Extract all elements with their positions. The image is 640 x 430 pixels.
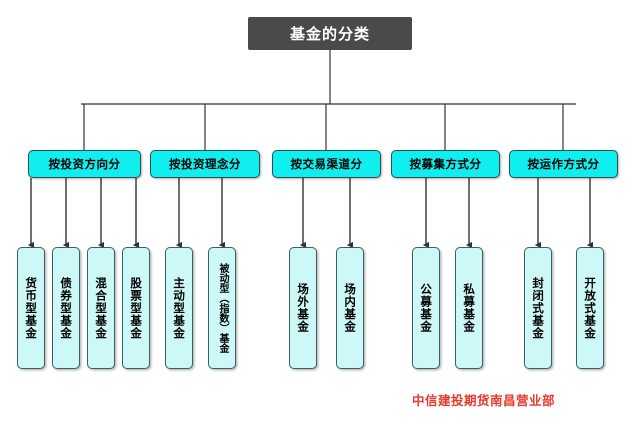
category-box-1[interactable]: 按投资方向分 [28, 150, 141, 178]
root-title-box: 基金的分类 [248, 17, 412, 50]
footer-note-label: 中信建投期货南昌营业部 [412, 393, 556, 408]
leaf-box-5-1[interactable]: 封闭式基金 [524, 247, 552, 369]
leaf-label: 被动型（指数）基金 [217, 263, 228, 353]
leaf-label: 混合型基金 [94, 276, 109, 340]
category-label: 按交易渠道分 [290, 157, 363, 171]
leaf-label: 货币型基金 [24, 276, 39, 340]
leaf-label: 股票型基金 [129, 276, 144, 340]
leaf-box-3-1[interactable]: 场外基金 [289, 247, 317, 369]
leaf-label: 私募基金 [462, 283, 477, 333]
leaf-label: 场内基金 [343, 283, 358, 333]
leaf-label: 债券型基金 [59, 276, 74, 340]
root-title-label: 基金的分类 [289, 25, 370, 43]
leaf-label: 公募基金 [419, 283, 434, 333]
category-label: 按投资理念分 [169, 157, 241, 171]
category-label: 按运作方式分 [527, 157, 600, 171]
footer-note: 中信建投期货南昌营业部 [412, 390, 555, 409]
leaf-box-2-2[interactable]: 被动型（指数）基金 [208, 247, 236, 369]
leaf-box-4-1[interactable]: 公募基金 [412, 247, 440, 369]
leaf-label: 封闭式基金 [531, 276, 546, 340]
leaf-box-1-2[interactable]: 债券型基金 [52, 247, 80, 369]
category-box-3[interactable]: 按交易渠道分 [272, 150, 381, 178]
leaf-box-1-1[interactable]: 货币型基金 [17, 247, 45, 369]
leaf-label: 开放式基金 [583, 276, 598, 340]
leaf-label: 场外基金 [296, 283, 311, 333]
leaf-box-1-3[interactable]: 混合型基金 [87, 247, 115, 369]
leaf-box-5-2[interactable]: 开放式基金 [576, 247, 604, 369]
category-label: 按投资方向分 [48, 157, 121, 171]
leaf-box-2-1[interactable]: 主动型基金 [165, 247, 193, 369]
category-box-2[interactable]: 按投资理念分 [150, 150, 260, 178]
leaf-box-4-2[interactable]: 私募基金 [455, 247, 483, 369]
category-label: 按募集方式分 [409, 157, 482, 171]
category-box-5[interactable]: 按运作方式分 [509, 150, 618, 178]
leaf-box-1-4[interactable]: 股票型基金 [122, 247, 150, 369]
leaf-label: 主动型基金 [172, 276, 187, 340]
category-box-4[interactable]: 按募集方式分 [391, 150, 500, 178]
leaf-box-3-2[interactable]: 场内基金 [336, 247, 364, 369]
